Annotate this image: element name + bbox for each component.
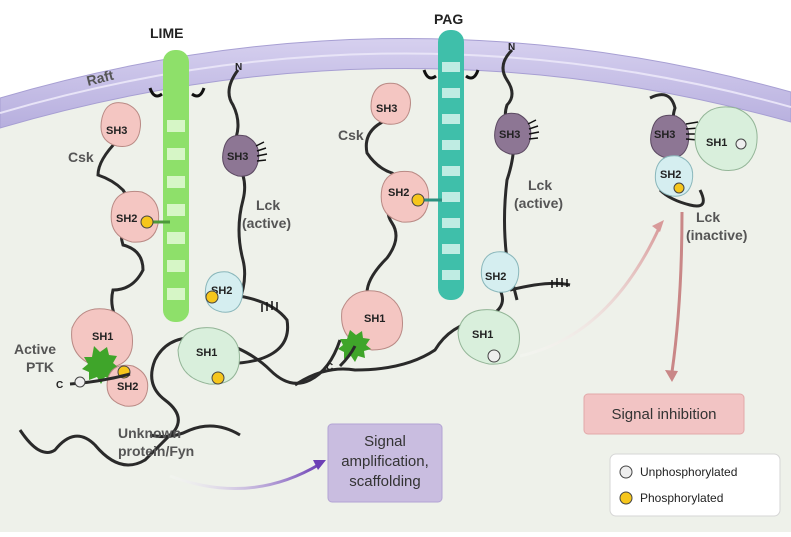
lck-mid-sh2-label: SH2 [485, 271, 506, 283]
active-ptk-label-1: Active [14, 341, 56, 357]
c-term-mid-chain [338, 345, 357, 368]
lck-inactive-sh2-label: SH2 [660, 169, 681, 181]
inhibition-arrow [670, 211, 684, 373]
pag-palmitoyl-left [422, 69, 437, 80]
csk-mid-sh3-domain [370, 82, 411, 125]
lck-mid-sh1-unphospho [487, 349, 501, 363]
csk-left-sh3-label: SH3 [106, 125, 127, 137]
csk-left-sh1-label: SH1 [92, 331, 113, 343]
lck-left-sh3-bristles [255, 141, 268, 162]
raft-label: Raft [85, 67, 116, 89]
csk-left-sh2-phospho [140, 215, 154, 229]
csk-mid-sh2-label: SH2 [388, 187, 409, 199]
csk-mid-label: Csk [338, 127, 364, 143]
lck-left-sh1-phospho [211, 371, 225, 385]
lck-inactive-sh1-label: SH1 [706, 137, 727, 149]
unknown-protein-label-1: Unknown [118, 425, 181, 441]
pag-palmitoyl-right [465, 69, 480, 80]
lck-mid-sh1-domain [457, 309, 520, 365]
csk-left-sh2-domain [110, 190, 160, 243]
amplification-box [327, 423, 443, 503]
unknown-lower-chain [149, 424, 241, 439]
lck-left-sh3-label: SH3 [227, 151, 248, 163]
legend-unphospho-label: Unphosphorylated [640, 465, 737, 479]
activation-arrow-head [652, 220, 664, 232]
active-ptk-label-2: PTK [26, 359, 54, 375]
lck-mid-sh1-label: SH1 [472, 329, 493, 341]
c-terminus-mid: C [326, 362, 333, 373]
lck-inactive-sh3-domain [650, 114, 690, 159]
lime-label: LIME [150, 25, 183, 41]
lck-left-sh3-domain [222, 134, 260, 177]
lck-mid-label-1: Lck [528, 177, 552, 193]
legend-phospho-label: Phosphorylated [640, 491, 723, 505]
membrane-raft [0, 37, 791, 129]
legend-box [609, 453, 781, 517]
lck-inactive-sh1-domain [694, 106, 758, 172]
pag-protein [438, 30, 464, 300]
legend-unphospho-icon [619, 465, 633, 479]
lck-inactive-sh1-unphospho [735, 138, 747, 150]
lck-left-sh1-domain [177, 327, 240, 385]
c-terminus-left: C [56, 380, 63, 391]
unknown-sh2-domain [106, 364, 149, 407]
lck-left-label-1: Lck [256, 197, 280, 213]
amplification-line-1: Signal [364, 433, 406, 450]
pag-label: PAG [434, 11, 463, 27]
unknown-sh2-label: SH2 [117, 381, 138, 393]
n-terminus-left: N [235, 62, 242, 73]
legend-phospho-icon [619, 491, 633, 505]
unknown-protein-label-2: protein/Fyn [118, 443, 194, 459]
csk-left-sh2-label: SH2 [116, 213, 137, 225]
lck-left-sh1-label: SH1 [196, 347, 217, 359]
lck-inactive-sh3-bristles [685, 121, 700, 141]
lck-inactive-sh3-label: SH3 [654, 129, 675, 141]
lck-left-sh2-bristles [261, 301, 278, 312]
amplification-line-3: scaffolding [349, 473, 420, 490]
csk-left-label: Csk [68, 149, 94, 165]
csk-mid-sh3-label: SH3 [376, 103, 397, 115]
lck-left-sh2-phospho [205, 290, 219, 304]
lck-mid-lower-bristles [551, 278, 568, 288]
lime-palmitoyl-left [148, 87, 163, 98]
c-term-left-unphospho [74, 376, 86, 388]
lck-left-label-2: (active) [242, 215, 291, 231]
amplification-line-2: amplification, [341, 453, 429, 470]
lck-mid-sh3-domain [494, 112, 532, 155]
csk-mid-sh2-phospho [411, 193, 425, 207]
csk-left-sh3-domain [100, 102, 141, 147]
activation-arrow [519, 225, 662, 358]
amplification-arrow-head [313, 460, 326, 470]
lime-protein [163, 50, 189, 322]
lck-mid-sh2-domain [480, 251, 520, 293]
unknown-chain [18, 336, 342, 467]
lck-mid-label-2: (active) [514, 195, 563, 211]
inhibition-text: Signal inhibition [611, 406, 716, 423]
amplification-arrow [169, 462, 321, 490]
n-terminus-mid: N [508, 42, 515, 53]
lck-mid-sh3-label: SH3 [499, 129, 520, 141]
lime-palmitoyl-right [191, 87, 206, 98]
inhibition-box [583, 393, 745, 435]
lck-inactive-label-1: Lck [696, 209, 720, 225]
csk-left-sh1-domain [71, 308, 134, 369]
csk-mid-sh1-label: SH1 [364, 313, 385, 325]
lck-inactive-sh2-phospho [673, 182, 685, 194]
inhibition-arrow-head [665, 370, 678, 382]
csk-mid-sh2-domain [380, 170, 430, 223]
membrane-mid-line [0, 52, 791, 114]
lck-inactive-label-2: (inactive) [686, 227, 747, 243]
lck-mid-sh3-bristles [527, 119, 540, 140]
